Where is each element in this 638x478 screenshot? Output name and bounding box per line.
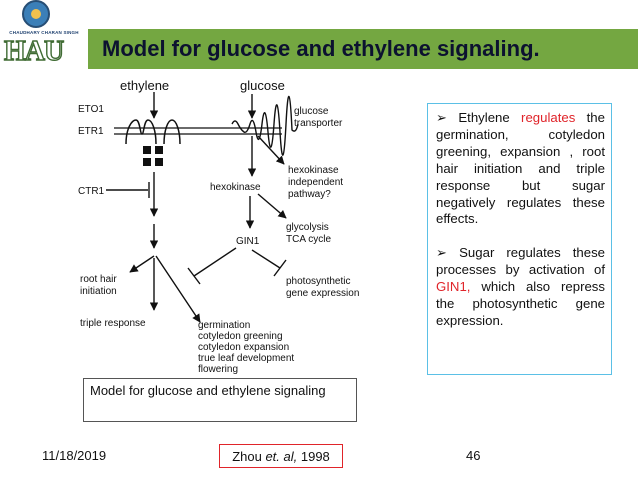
highlight-gin1: GIN1, xyxy=(436,279,471,295)
figure-caption: Model for glucose and ethylene signaling xyxy=(83,378,357,422)
triple-response-label: triple response xyxy=(80,318,146,329)
highlight-regulates: regulates xyxy=(521,110,576,125)
hexokinase-independent-label: hexokinase independent pathway? xyxy=(288,165,346,200)
gin1-label: GIN1 xyxy=(236,236,260,247)
ctr1-inhibition xyxy=(106,182,150,198)
description-paragraph-2: ➢ Sugar regulates these processes by act… xyxy=(436,245,605,328)
ethylene-label: ethylene xyxy=(120,78,169,93)
page-number: 46 xyxy=(466,448,481,463)
description-paragraph-1: ➢ Ethylene regulates the germination, co… xyxy=(436,110,605,227)
receptor-dimer xyxy=(143,146,163,166)
university-monogram: HAU xyxy=(3,36,65,67)
eto1-label: ETO1 xyxy=(78,104,104,115)
photosynthetic-label: photosynthetic gene expression xyxy=(286,276,359,299)
gin1-inhibits-ethylene xyxy=(187,247,237,285)
glycolysis-label: glycolysis TCA cycle xyxy=(286,222,332,245)
signaling-diagram: ethylene glucose ETO1 ETR1 CTR1 glucose … xyxy=(78,78,359,375)
slide-date: 11/18/2019 xyxy=(42,448,107,463)
etr1-receptor xyxy=(125,119,181,145)
glucose-transporter-label: glucose transporter xyxy=(294,106,343,129)
university-name: CHAUDHARY CHARAN SINGH xyxy=(9,30,79,35)
glucose-transporter xyxy=(231,95,299,156)
bullet-icon: ➢ xyxy=(436,110,448,125)
etr1-label: ETR1 xyxy=(78,126,104,137)
university-logo: CHAUDHARY CHARAN SINGH HAU xyxy=(0,0,88,70)
ctr1-label: CTR1 xyxy=(78,186,105,197)
university-emblem-icon xyxy=(22,0,50,28)
description-box: ➢ Ethylene regulates the germination, co… xyxy=(427,103,612,375)
hexokinase-label: hexokinase xyxy=(210,182,261,193)
root-hair-label: root hair initiation xyxy=(80,274,119,297)
slide-title: Model for glucose and ethylene signaling… xyxy=(102,36,540,61)
outcomes-list: germination cotyledon greening cotyledon… xyxy=(198,320,297,375)
bullet-icon: ➢ xyxy=(436,245,448,261)
citation: Zhou et. al, 1998 xyxy=(219,444,343,468)
glucose-label: glucose xyxy=(240,78,285,93)
title-bar: Model for glucose and ethylene signaling… xyxy=(88,29,638,69)
gin1-inhibits-photosynthesis xyxy=(251,249,287,277)
